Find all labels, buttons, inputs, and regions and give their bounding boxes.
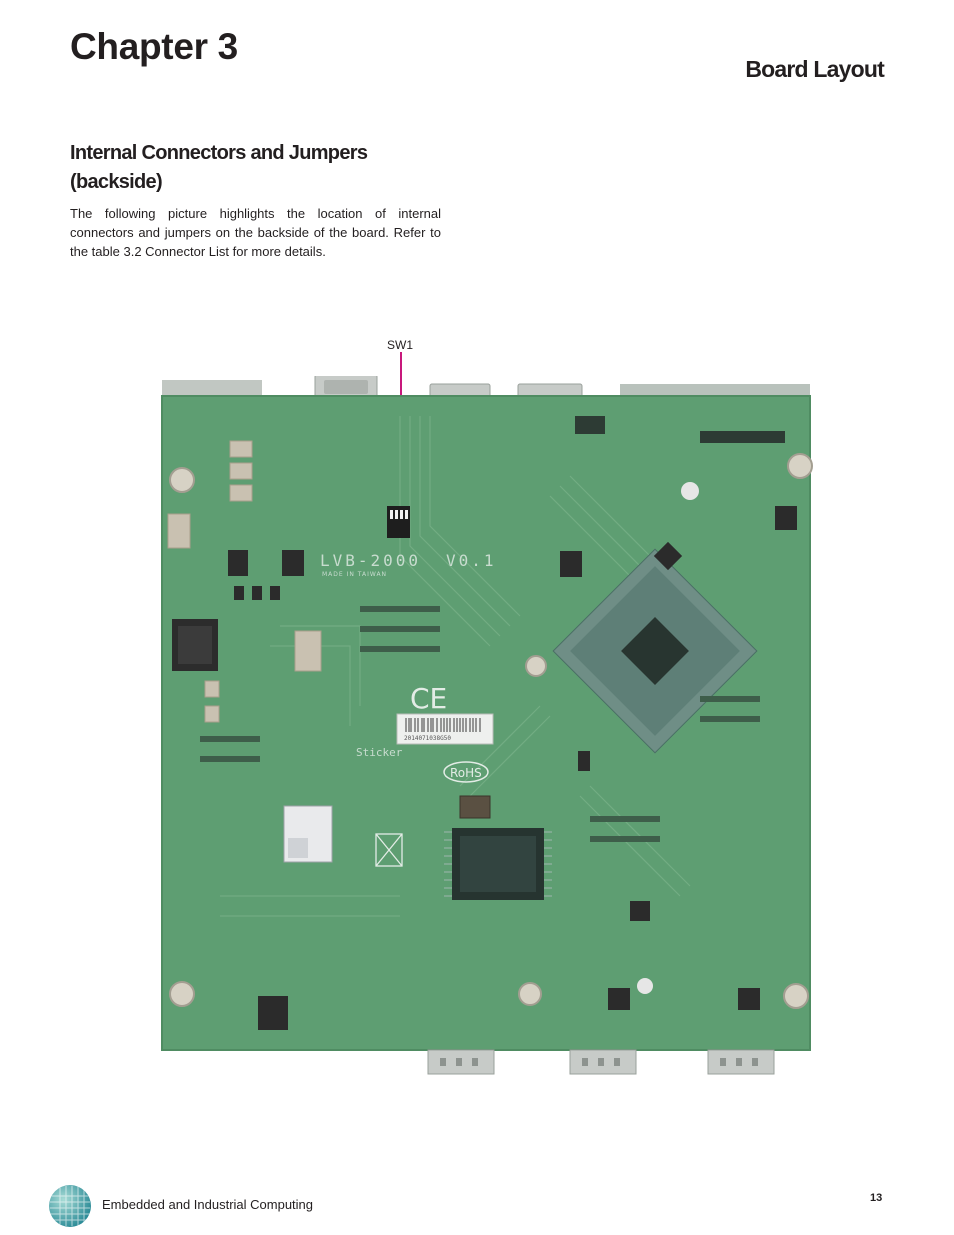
mount-hole-tl: [169, 467, 195, 493]
sticker-silkscreen: Sticker: [356, 746, 403, 759]
footer-company-text: Embedded and Industrial Computing: [102, 1197, 314, 1212]
board-version-silkscreen: V0.1: [446, 551, 497, 570]
rohs-mark: RoHS: [450, 766, 482, 780]
chapter-title: Chapter 3: [70, 26, 238, 67]
company-logo-icon: [49, 1185, 91, 1227]
mount-hole-bc: [518, 982, 542, 1006]
page-number: 13: [870, 1192, 883, 1204]
board-backside-photo: LVB-2000 V0.1 MADE IN TAIWAN Sticker CE …: [161, 376, 813, 1075]
heading-line-1: Internal Connectors and Jumpers: [70, 142, 368, 164]
crystal: [459, 795, 491, 819]
barcode-sticker: [396, 713, 494, 745]
board-model-silkscreen: LVB-2000: [320, 551, 421, 570]
barcode-number: 2014071038G50: [404, 735, 451, 742]
intro-paragraph: The following picture highlights the loc…: [70, 206, 441, 259]
heading-line-2: (backside): [70, 171, 163, 193]
mount-hole-br: [783, 983, 809, 1009]
mount-hole-tr: [787, 453, 813, 479]
mount-hole-bl: [169, 981, 195, 1007]
weee-symbol: [375, 833, 403, 867]
made-in-silkscreen: MADE IN TAIWAN: [322, 571, 387, 578]
sw1-callout-label: SW1: [387, 338, 414, 352]
mount-hole-mid: [525, 655, 547, 677]
subsection-heading: Internal Connectors and Jumpers (backsid…: [70, 139, 410, 197]
section-title: Board Layout: [745, 56, 884, 82]
ce-mark: CE: [410, 682, 447, 715]
